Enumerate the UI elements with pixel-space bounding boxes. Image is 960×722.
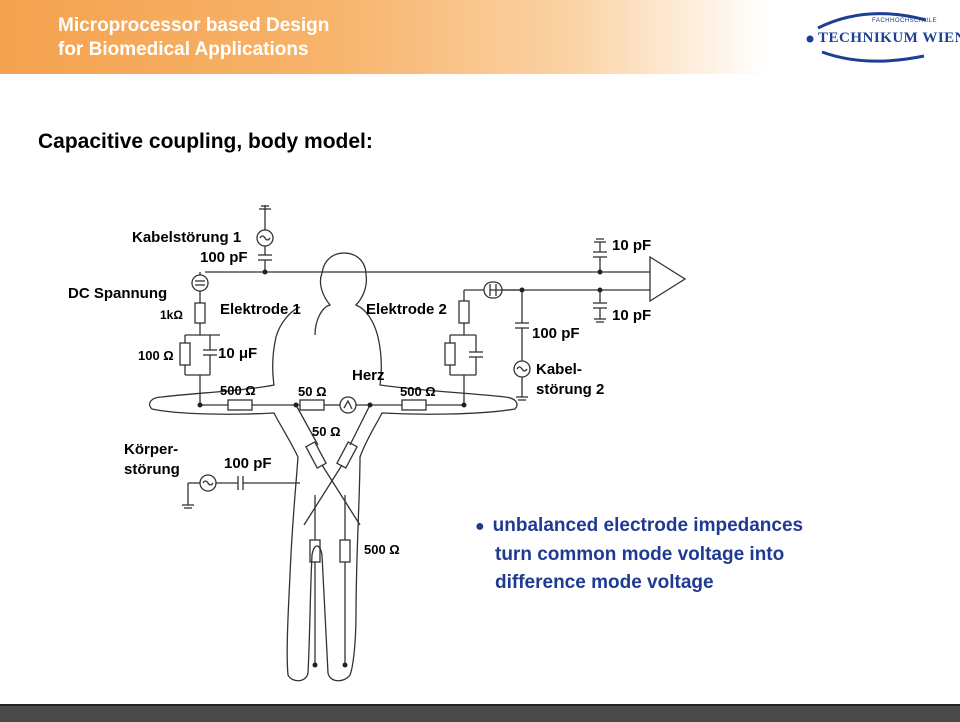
label-c10uf: 10 μF [218,345,258,362]
label-kabel2-a: Kabel- [536,361,582,378]
label-10pf-top: 10 pF [612,237,652,254]
bullet-list: ● unbalanced electrode impedances turn co… [475,512,895,597]
slide-title: Capacitive coupling, body model: [38,130,373,153]
bullet-text-3: difference mode voltage [495,572,714,593]
label-r1k: 1kΩ [160,308,183,322]
label-10pf-bottom: 10 pF [612,307,652,324]
label-r500-left: 500 Ω [220,383,256,398]
label-herz: Herz [352,367,385,384]
header-bar: Microprocessor based Design for Biomedic… [0,0,960,74]
label-r50-mid: 50 Ω [312,424,341,439]
label-100pf-body: 100 pF [224,455,272,472]
label-koerper-b: störung [124,461,180,478]
bullet-item-1: ● unbalanced electrode impedances [475,512,895,541]
label-r50-top: 50 Ω [298,384,327,399]
course-title-line1: Microprocessor based Design [58,15,330,36]
bullet-dot-icon: ● [475,518,485,535]
bullet-text-2: turn common mode voltage into [495,544,785,565]
label-dc-spannung: DC Spannung [68,285,168,302]
label-r100: 100 Ω [138,348,174,363]
logo-swoosh-icon [806,12,927,63]
label-r500-right: 500 Ω [400,384,436,399]
technikum-logo: FACHHOCHSCHULE TECHNIKUM WIEN [796,8,960,70]
label-kabel2-b: störung 2 [536,381,605,398]
logo-main-text: TECHNIKUM WIEN [818,30,960,46]
footer-bar [0,704,960,722]
label-koerper-a: Körper- [124,441,179,458]
label-r500-legs: 500 Ω [364,542,400,557]
label-100pf-top: 100 pF [200,249,248,266]
label-elektrode2: Elektrode 2 [366,301,447,318]
label-elektrode1: Elektrode 1 [220,301,301,318]
course-title-line2: for Biomedical Applications [58,39,309,60]
logo-small-text: FACHHOCHSCHULE [872,18,938,24]
label-kabelstoerung1: Kabelstörung 1 [132,229,242,246]
body-outline [148,252,518,682]
course-title: Microprocessor based Design for Biomedic… [58,14,329,62]
label-100pf-right: 100 pF [532,325,580,342]
bullet-text-1: unbalanced electrode impedances [492,515,804,536]
body-model-diagram: Kabelstörung 1 100 pF DC Spannung 1kΩ El… [60,195,710,695]
circuit-drawing [148,205,687,682]
